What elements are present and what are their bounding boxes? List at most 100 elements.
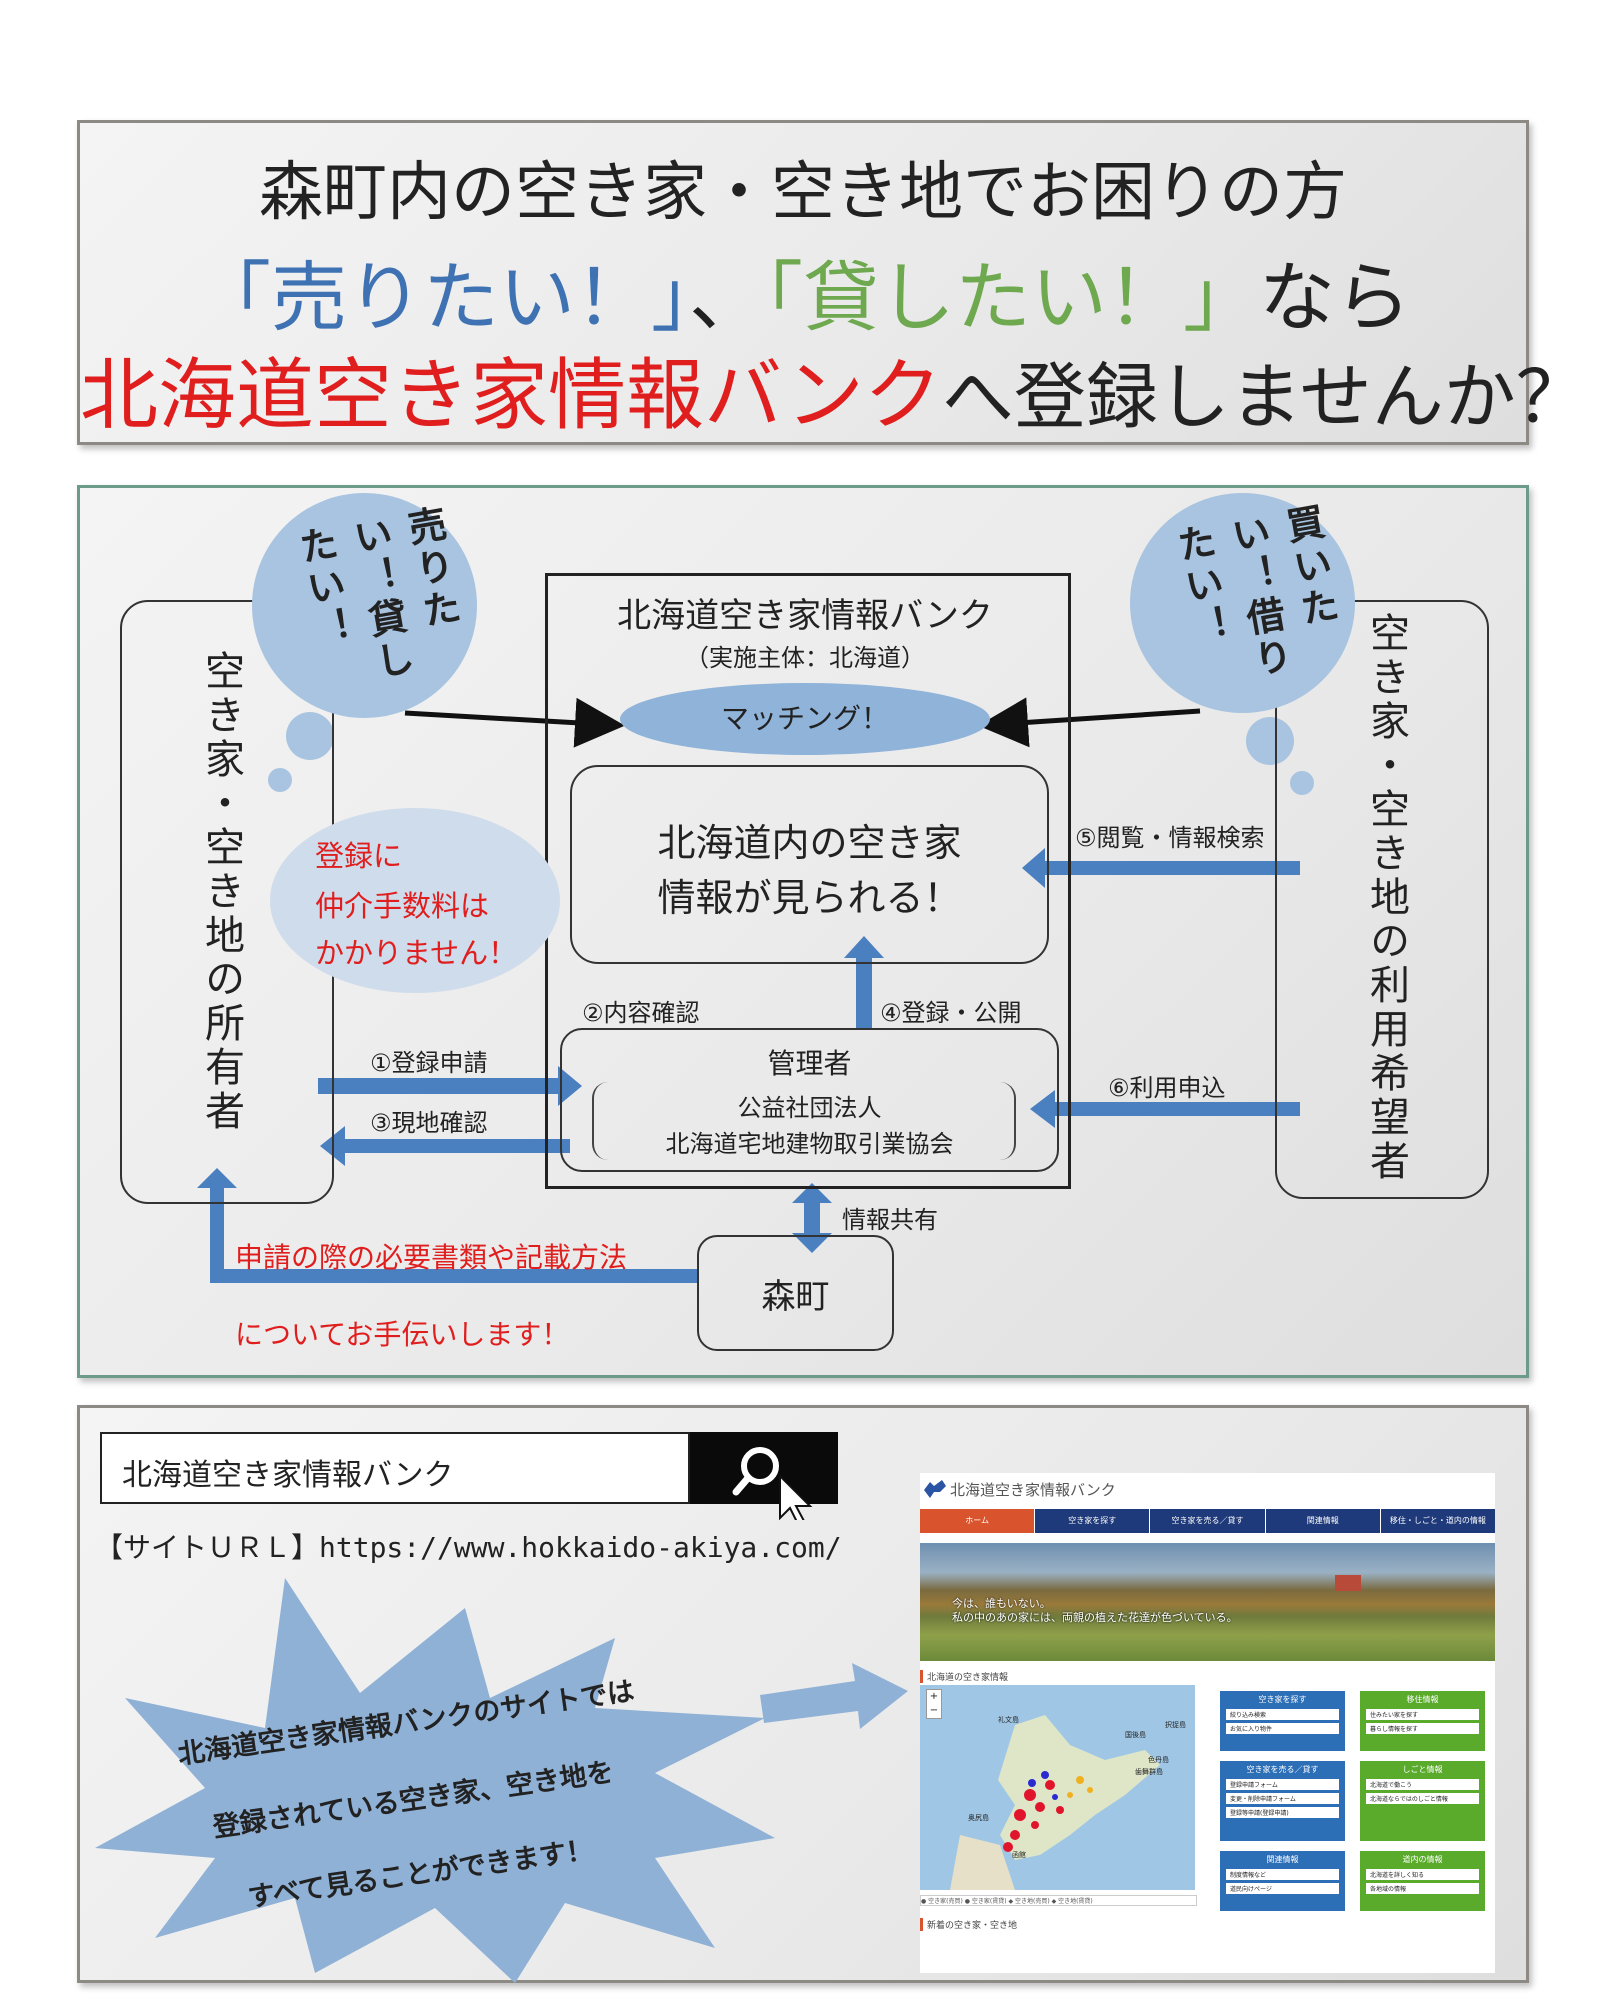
site-card-work[interactable]: しごと情報 北海道で働こう 北海道ならではのしごと情報 [1360,1761,1485,1841]
card-region-item1[interactable]: 北海道を詳しく知る [1366,1869,1479,1880]
admin-line1: 公益社団法人 [737,1094,882,1122]
site-card-sell[interactable]: 空き家を売る／貸す 登録申請フォーム 変更・削除申請フォーム 登録等申請(登録申… [1220,1761,1345,1841]
headline-line1: 森町内の空き家・空き地でお困りの方 [259,156,1347,230]
site-card-search[interactable]: 空き家を探す 絞り込み検索 お気に入り物件 [1220,1691,1345,1751]
site-card-migration[interactable]: 移住情報 住みたい家を探す 暮らし情報を探す [1360,1691,1485,1751]
sell-phrase: 「売りたい！」 [195,253,689,342]
bank-title: 北海道空き家情報バンク [617,596,993,636]
card-migration-item2[interactable]: 暮らし情報を探す [1366,1723,1479,1734]
headline-line2: 「売りたい！」、「貸したい！」なら [80,236,1526,346]
card-sell-item1[interactable]: 登録申請フォーム [1226,1779,1339,1790]
site-url[interactable]: 【サイトＵＲＬ】https://www.hokkaido-akiya.com/ [95,1531,842,1564]
site-hero-text1: 今は、誰もいない。 [952,1597,1051,1610]
matching-ellipse: マッチング！ [620,683,990,755]
site-card-region[interactable]: 道内の情報 北海道を詳しく知る 各地域の情報 [1360,1851,1485,1911]
cursor-icon [779,1473,813,1520]
barn-shape [1335,1575,1361,1591]
card-related-title: 関連情報 [1266,1855,1299,1864]
user-to-matching-arrow [978,697,1201,748]
card-region-item2[interactable]: 各地域の情報 [1366,1883,1479,1894]
card-search-item1[interactable]: 絞り込み検索 [1226,1709,1339,1720]
admin-box: 管理者 公益社団法人 北海道宅地建物取引業協会 [560,1028,1059,1172]
map-label-shikotan: 色丹島 [1148,1756,1169,1764]
fee-line3: かかりません！ [315,936,518,970]
rent-phrase: 「貸したい！」 [765,253,1259,342]
owner-to-matching-arrow [404,697,625,748]
admin-line2: 北海道宅地建物取引業協会 [665,1130,954,1158]
owner-label: 空き家・空き地の所有者 [198,650,244,1134]
hokkaido-logo-icon [924,1480,946,1498]
card-sell-item3[interactable]: 登録等申請(登録申請) [1226,1807,1339,1818]
header-banner: 森町内の空き家・空き地でお困りの方 「売りたい！」、「貸したい！」なら 北海道空… [77,120,1588,445]
site-nav-sell[interactable]: 空き家を売る／貸す [1149,1509,1265,1533]
card-work-item1[interactable]: 北海道で働こう [1366,1779,1479,1790]
site-nav: ホーム 空き家を探す 空き家を売る／貸す 関連情報 移住・しごと・道内の情報 [920,1509,1496,1533]
search-box-text: 北海道空き家情報バンク [122,1458,454,1493]
site-nav-search[interactable]: 空き家を探す [1034,1509,1150,1533]
help-arrow [197,1168,697,1283]
step5-arrow [1022,848,1300,888]
starburst-shape [95,1578,775,1983]
bank-subtitle: （実施主体：北海道） [685,644,925,672]
website-preview: 北海道空き家情報バンク ホーム 空き家を探す 空き家を売る／貸す 関連情報 移住… [920,1473,1496,1973]
site-info-section: 北海道空き家情報バンク 【サイトＵＲＬ】https://www.hokkaido… [77,1405,1529,1983]
site-hero-image: 今は、誰もいない。 私の中のあの家には、両親の植えた花達が色づいている。 [920,1543,1495,1661]
card-sell-item2[interactable]: 変更・削除申請フォーム [1226,1793,1339,1804]
user-box: 空き家・空き地の利用希望者 [1275,600,1489,1199]
site-map-legend: ● 空き家(売買) ● 空き家(賃貸) ◆ 空き地(売買) ◆ 空き地(賃貸) [920,1895,1197,1906]
admin-title: 管理者 [767,1047,852,1080]
user-thought-bubble: 買いたい！借りたい！ [1130,493,1355,713]
user-label: 空き家・空き地の利用希望者 [1363,612,1409,1184]
step2-label: ②内容確認 [582,999,700,1027]
comma: 、 [689,253,765,342]
step6-arrow [1030,1090,1300,1128]
site-card-related[interactable]: 関連情報 制度情報など 道民向けページ [1220,1851,1345,1911]
town-label: 森町 [761,1277,830,1317]
card-related-item1[interactable]: 制度情報など [1226,1869,1339,1880]
owner-thought-bubble: 売りたい！貸したい！ [252,493,477,718]
card-search-item2[interactable]: お気に入り物件 [1226,1723,1339,1734]
search-button[interactable] [690,1432,838,1520]
card-migration-title: 移住情報 [1406,1695,1439,1704]
card-migration-item1[interactable]: 住みたい家を探す [1366,1709,1479,1720]
site-map[interactable]: +− 礼文島 国後島 択捉島 色丹島 歯舞群島 奥尻島 函館 [920,1685,1195,1890]
site-nav-home[interactable]: ホーム [920,1509,1035,1533]
info-share-label: 情報共有 [842,1206,938,1234]
map-label-kunashiri: 国後島 [1125,1731,1146,1739]
fee-line2: 仲介手数料は [315,889,490,923]
step4-arrow [844,936,884,1028]
site-nav-related[interactable]: 関連情報 [1264,1509,1380,1533]
site-nav-life[interactable]: 移住・しごと・道内の情報 [1379,1509,1496,1533]
view-line1: 北海道内の空き家 [657,821,962,865]
site-map-heading: 北海道の空き家情報 [920,1670,1008,1683]
help-line2: についてお手伝いします！ [235,1318,570,1351]
step5-label: ⑤閲覧・情報検索 [1075,824,1265,852]
map-label-rebun: 礼文島 [998,1716,1019,1724]
headline-line3: 北海道空き家情報バンクへ登録しませんか？ [80,333,1588,445]
search-box[interactable]: 北海道空き家情報バンク [100,1432,690,1504]
fee-line1: 登録に [315,839,403,873]
card-related-item2[interactable]: 道民向けページ [1226,1883,1339,1894]
nara-text: なら [1259,253,1411,342]
view-info-box: 北海道内の空き家 情報が見られる！ [570,765,1049,964]
bank-name: 北海道空き家情報バンク [80,351,942,441]
card-sell-title: 空き家を売る／貸す [1246,1765,1319,1774]
map-label-etorofu: 択捉島 [1165,1721,1186,1729]
card-work-title: しごと情報 [1402,1765,1443,1774]
map-label-habomai: 歯舞群島 [1135,1768,1163,1776]
site-hero-text2: 私の中のあの家には、両親の植えた花達が色づいている。 [952,1611,1238,1624]
flow-diagram: 空き家・空き地の所有者 空き家・空き地の利用希望者 売りたい！貸したい！ 買いた… [77,485,1529,1378]
card-work-item2[interactable]: 北海道ならではのしごと情報 [1366,1793,1479,1804]
user-bubble-text: 買いたい！借りたい！ [1168,501,1343,684]
map-zoom-control[interactable]: +− [926,1689,942,1719]
step3-label: ③現地確認 [370,1109,488,1137]
map-label-hakodate: 函館 [1012,1851,1026,1859]
owner-bubble-text: 売りたい！貸したい！ [290,503,465,686]
search-icon [732,1447,813,1520]
step1-label: ①登録申請 [370,1049,488,1077]
map-label-okushiri: 奥尻島 [968,1814,989,1822]
site-new-heading: 新着の空き家・空き地 [920,1918,1017,1931]
register-question: へ登録しませんか？ [941,355,1588,439]
site-logo-text: 北海道空き家情報バンク [950,1481,1116,1499]
admin-bracket [592,1082,1016,1160]
